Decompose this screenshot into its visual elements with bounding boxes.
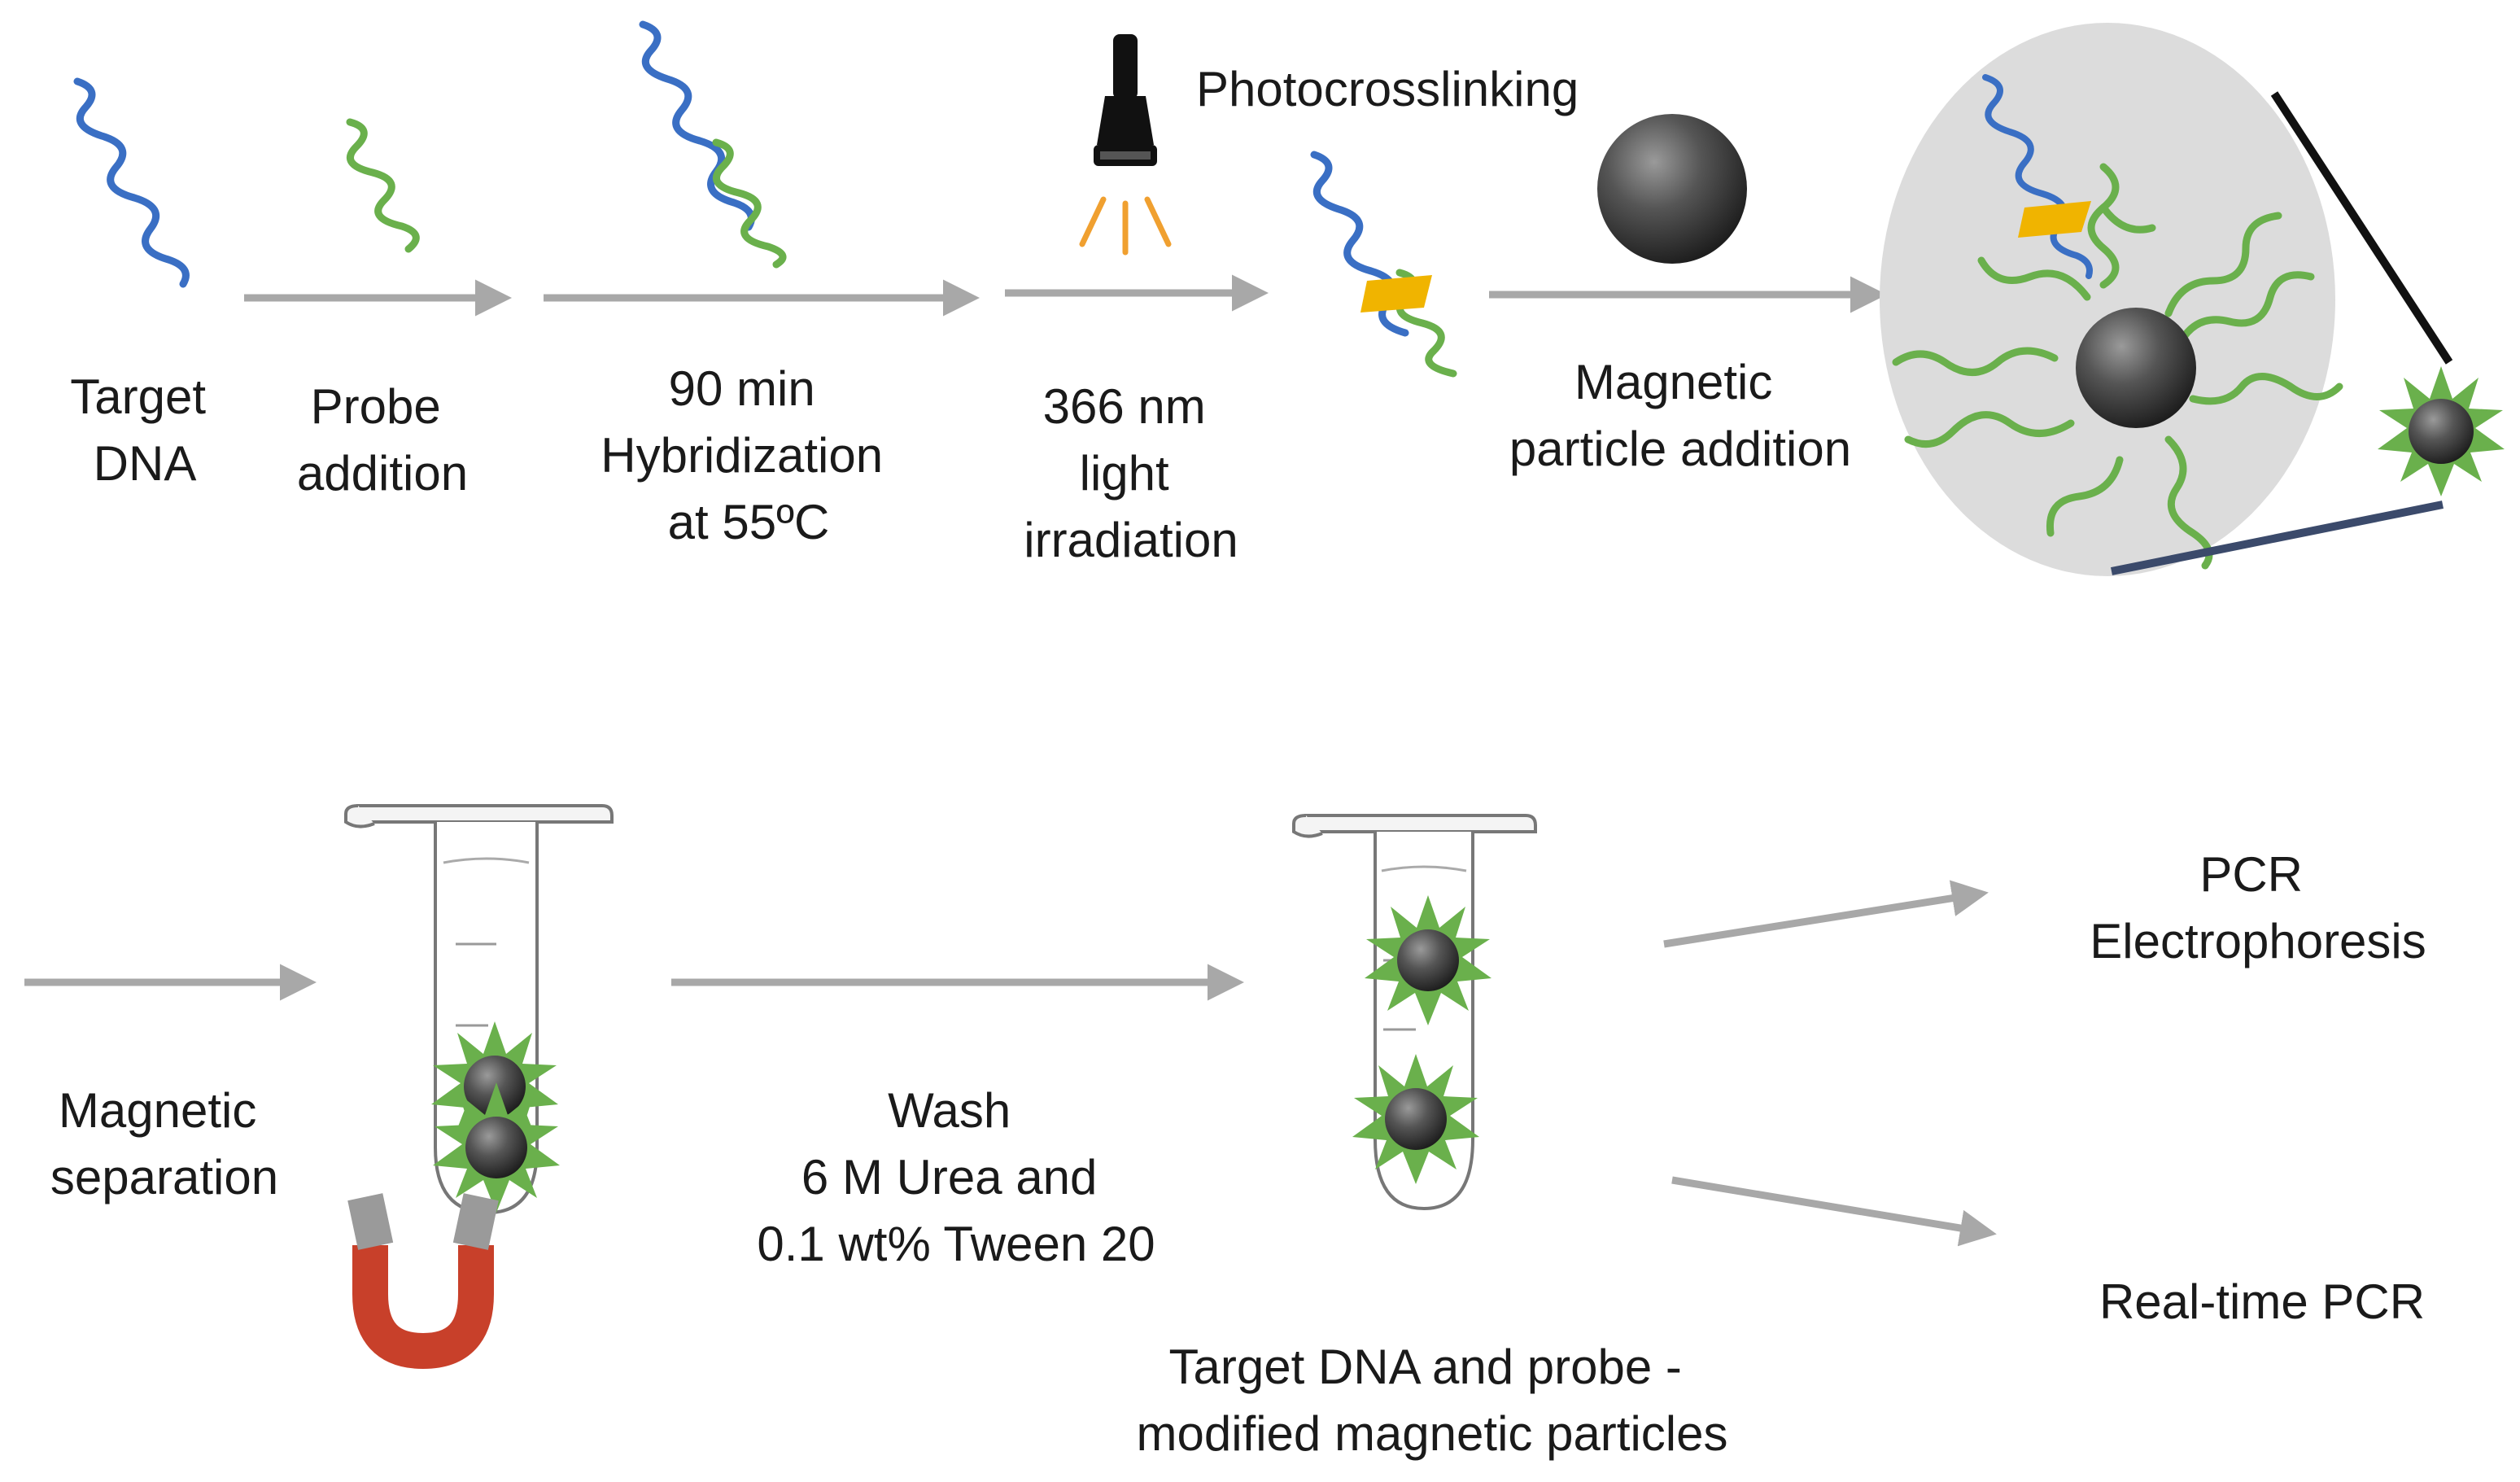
zoom-line-top bbox=[2270, 91, 2453, 365]
realtime-pcr-label: Real-time PCR bbox=[2099, 1274, 2425, 1329]
probe-addition-label: Probe addition bbox=[297, 379, 468, 501]
starred-particle-small bbox=[2378, 366, 2505, 496]
magnet-icon bbox=[347, 1193, 499, 1370]
probe-strand bbox=[346, 118, 420, 253]
zoom-magnetic-particle bbox=[2076, 308, 2196, 428]
light-rays-icon bbox=[1079, 196, 1172, 256]
starred-particle-tube1-bottom bbox=[433, 1082, 560, 1213]
pcr-electrophoresis-label: PCR Electrophoresis bbox=[2090, 847, 2426, 968]
flashlight-icon bbox=[1094, 34, 1157, 166]
arrow-to-pcr bbox=[1663, 880, 1989, 948]
starred-particle-tube2-bottom bbox=[1352, 1054, 1479, 1184]
irradiation-label: 366 nm light irradiation bbox=[1024, 379, 1238, 567]
wash-label: Wash 6 M Urea and 0.1 wt% Tween 20 bbox=[757, 1083, 1155, 1271]
magnetic-particle-addition-label: Magnetic particle addition bbox=[1509, 355, 1851, 476]
hybridization-label: 90 min Hybridization at 55ºC bbox=[601, 361, 897, 549]
zoom-circle bbox=[1880, 23, 2335, 576]
arrow-to-realtime-pcr bbox=[1671, 1176, 1997, 1247]
starred-particle-tube1-top bbox=[431, 1021, 558, 1152]
magnetic-separation-label: Magnetic separation bbox=[50, 1083, 278, 1204]
zoom-crosslink-marker bbox=[2018, 201, 2091, 238]
zoom-line-bottom bbox=[2111, 501, 2444, 575]
photocrosslinking-label: Photocrosslinking bbox=[1196, 62, 1579, 116]
zoom-target-strand bbox=[1982, 74, 2093, 279]
hybrid-probe-strand bbox=[712, 138, 787, 269]
target-dna-label: Target DNA bbox=[70, 369, 219, 491]
magnetic-particle bbox=[1597, 114, 1747, 264]
target-dna-strand bbox=[73, 77, 190, 288]
starred-particle-tube2-top bbox=[1365, 895, 1491, 1025]
result-caption-label: Target DNA and probe - modified magnetic… bbox=[1136, 1340, 1727, 1461]
crosslink-marker bbox=[1360, 275, 1432, 313]
zoom-probe-strands bbox=[1892, 163, 2343, 570]
hybrid-target-strand bbox=[639, 20, 755, 231]
